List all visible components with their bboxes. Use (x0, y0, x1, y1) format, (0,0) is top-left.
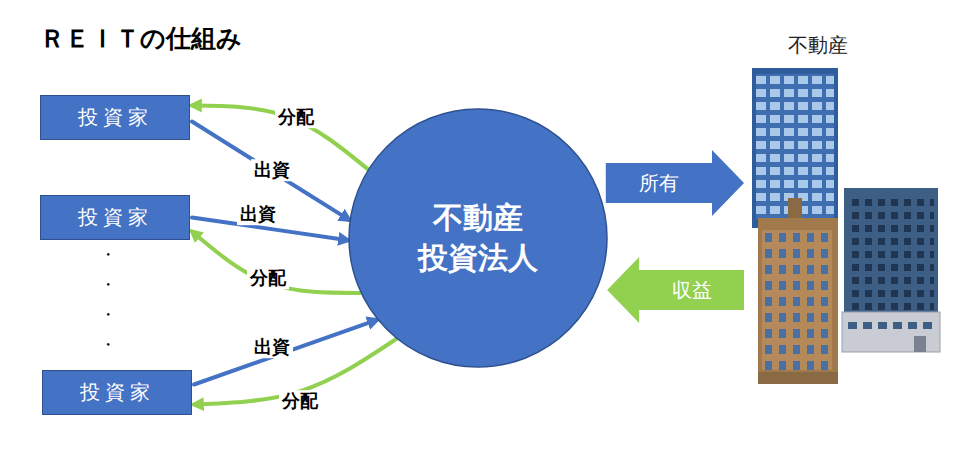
continuation-dot: ・ (100, 275, 116, 296)
roof-tower (788, 198, 802, 220)
block-arrow (606, 150, 744, 216)
group-heading: 不動産 (788, 32, 848, 59)
edge-label: 分配 (247, 267, 289, 289)
edge-label: 所有 (637, 171, 681, 195)
node-label: 不動産 投資法人 (403, 198, 553, 279)
edge-label: 分配 (275, 106, 317, 128)
base-window (893, 322, 902, 329)
base-window (923, 322, 932, 329)
investor-box: 投資家 (40, 195, 190, 240)
brown-body (758, 218, 838, 384)
base-window (908, 322, 917, 329)
office-door (914, 336, 926, 352)
continuation-dot: ・ (100, 305, 116, 326)
continuation-dot: ・ (100, 245, 116, 266)
tower-body (752, 68, 838, 228)
investor-box: 投資家 (40, 95, 190, 140)
base-window (878, 322, 887, 329)
flow-arrow (194, 320, 377, 385)
investor-box: 投資家 (42, 370, 192, 415)
building-illustration (748, 30, 943, 390)
flow-arrow (192, 232, 360, 293)
circle-shape (348, 108, 608, 368)
edge-label: 出資 (251, 159, 293, 181)
block-arrow (607, 257, 744, 323)
node-label: 投資家 (78, 204, 153, 231)
real-estate-group: 不動産 (748, 30, 943, 390)
office-base (842, 312, 940, 352)
edge-label: 収益 (670, 278, 714, 302)
circle-outline (349, 109, 607, 367)
continuation-dot: ・ (100, 335, 116, 356)
brown-windows (762, 230, 832, 370)
tower-windows (756, 74, 834, 219)
edge-label: 出資 (251, 336, 293, 358)
office-body (844, 188, 938, 314)
node-label: 投資家 (78, 104, 153, 131)
base-window (863, 322, 872, 329)
edge-label: 出資 (237, 203, 279, 225)
base-window (848, 322, 857, 329)
brown-base (758, 372, 838, 384)
office-windows (848, 194, 934, 310)
diagram-title: ＲＥＩＴの仕組み (40, 22, 242, 55)
edge-label: 分配 (279, 390, 321, 412)
node-label: 投資家 (80, 379, 155, 406)
corporation-circle: 不動産 投資法人 (348, 108, 608, 368)
